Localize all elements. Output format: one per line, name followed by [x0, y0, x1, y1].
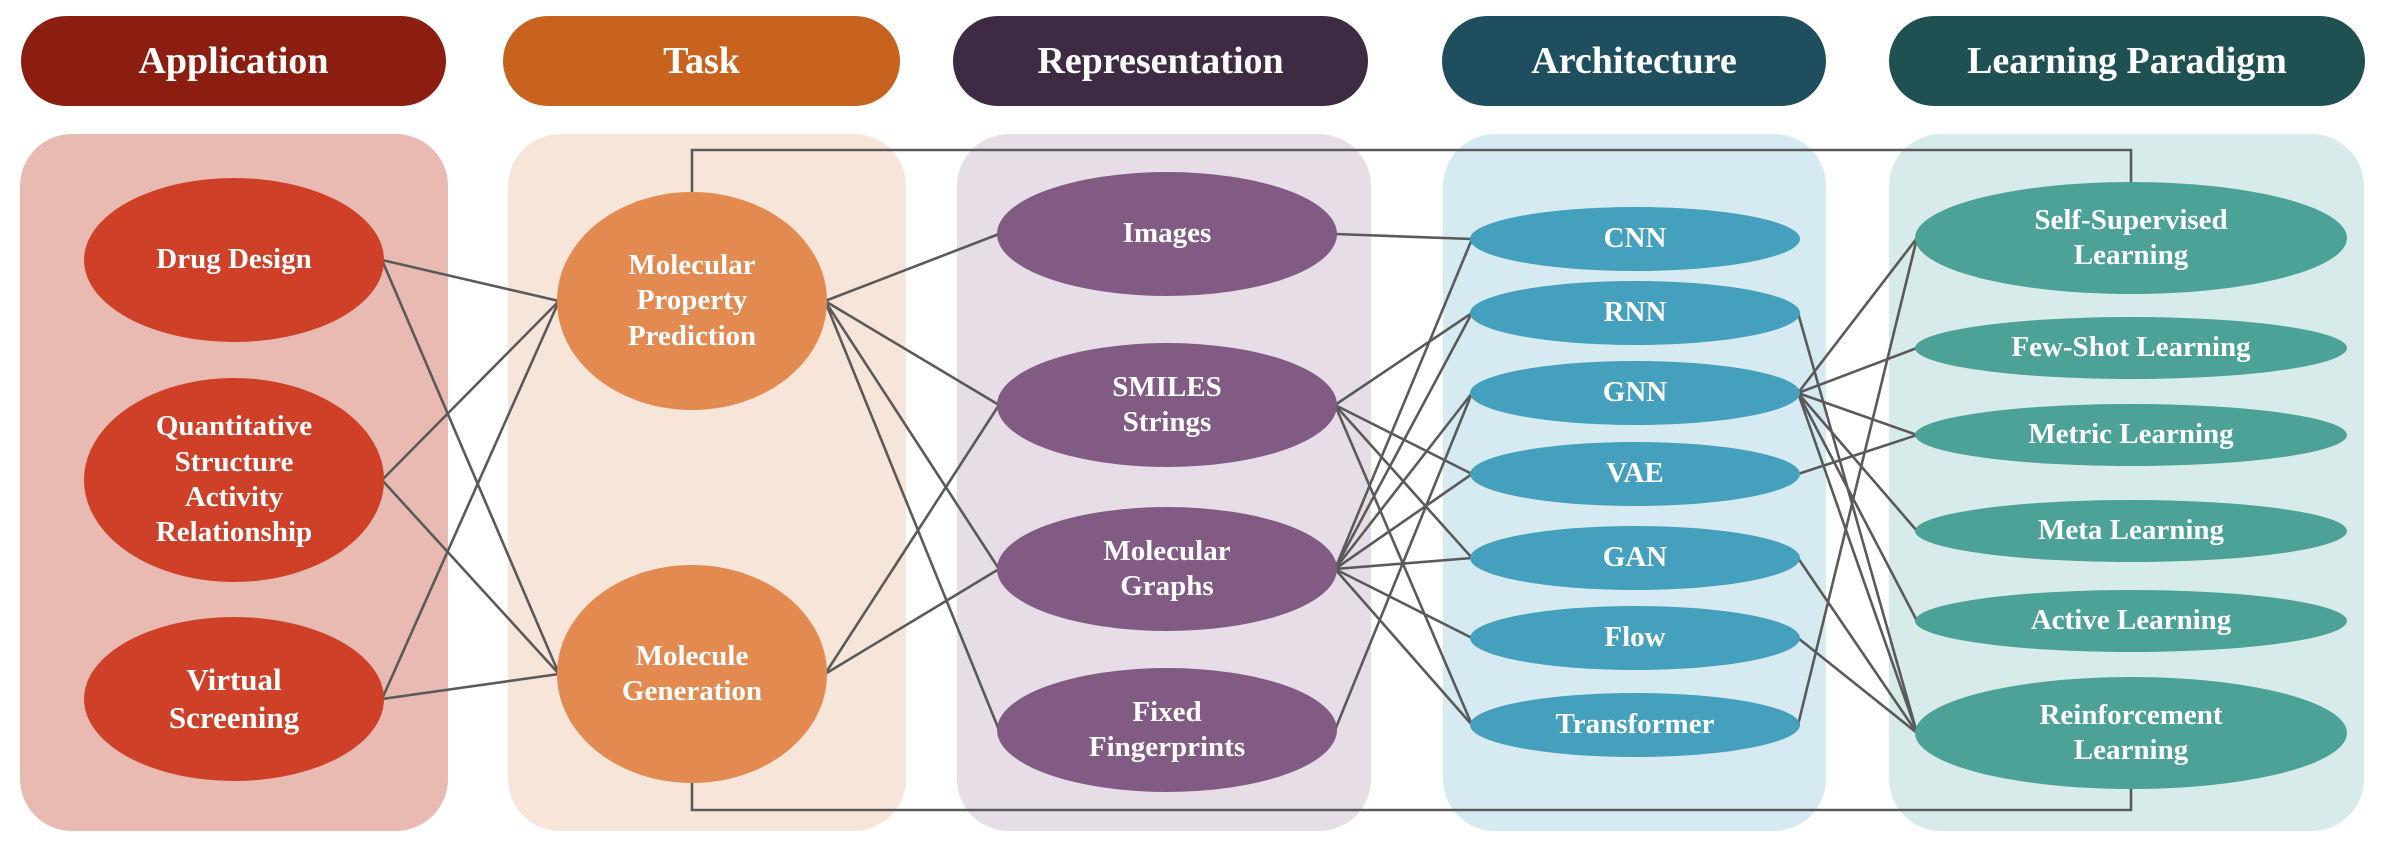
node-gan: GAN — [1470, 526, 1800, 590]
edge-arch_tf-to-lp_ssl — [1796, 237, 1919, 726]
edge-task_mpp-to-rep_smiles — [824, 299, 1000, 407]
edge-arch_flow-to-lp_rl — [1797, 636, 1918, 735]
node-gnn: GNN — [1470, 361, 1800, 425]
edge-app_drug-to-task_mg — [380, 259, 561, 675]
edge-rep_graph-to-arch_vae — [1334, 472, 1473, 571]
bracket-bottom-connector — [690, 783, 2133, 812]
node-smiles-strings: SMILES Strings — [997, 343, 1337, 467]
node-meta-learning: Meta Learning — [1915, 500, 2347, 562]
edge-arch_gnn-to-lp_fsl — [1797, 346, 1918, 395]
header-representation: Representation — [953, 16, 1368, 106]
edge-arch_gan-to-lp_rl — [1796, 557, 1919, 734]
edge-rep_graph-to-arch_gnn — [1333, 392, 1474, 570]
header-architecture: Architecture — [1442, 16, 1826, 106]
edge-app_drug-to-task_mpp — [381, 258, 560, 303]
edge-rep_smiles-to-arch_rnn — [1334, 311, 1473, 407]
edge-app_qsar-to-task_mpp — [381, 300, 560, 481]
edge-rep_smiles-to-arch_tf — [1333, 404, 1474, 726]
node-qsar: Quantitative Structure Activity Relation… — [84, 378, 384, 582]
edge-app_vs-to-task_mpp — [380, 300, 561, 700]
node-reinforcement-learning: Reinforcement Learning — [1915, 677, 2347, 789]
edge-app_qsar-to-task_mg — [381, 479, 560, 675]
node-few-shot-learning: Few-Shot Learning — [1915, 317, 2347, 379]
node-cnn: CNN — [1470, 207, 1800, 271]
node-self-supervised-learning: Self-Supervised Learning — [1915, 182, 2347, 294]
edge-task_mg-to-rep_graph — [824, 567, 1000, 676]
edge-arch_rnn-to-lp_rl — [1796, 312, 1919, 734]
node-rnn: RNN — [1470, 281, 1800, 345]
node-molecular-graphs: Molecular Graphs — [997, 507, 1337, 631]
edge-rep_img-to-arch_cnn — [1334, 232, 1473, 241]
edge-task_mg-to-rep_smiles — [823, 404, 1001, 675]
edge-rep_fp-to-arch_gnn — [1333, 392, 1474, 731]
edge-arch_vae-to-lp_ml — [1797, 433, 1918, 476]
edge-task_mpp-to-rep_fp — [823, 300, 1001, 731]
node-transformer: Transformer — [1470, 693, 1800, 757]
header-learning-paradigm: Learning Paradigm — [1889, 16, 2365, 106]
edge-arch_gnn-to-lp_meta — [1797, 392, 1918, 532]
node-metric-learning: Metric Learning — [1915, 404, 2347, 466]
node-molecule-generation: Molecule Generation — [557, 565, 827, 783]
edge-rep_graph-to-arch_flow — [1334, 567, 1473, 640]
edge-task_mpp-to-rep_img — [824, 232, 1000, 303]
edge-arch_gnn-to-lp_ml — [1797, 391, 1918, 437]
header-task: Task — [503, 16, 900, 106]
edge-rep_graph-to-arch_rnn — [1333, 312, 1474, 570]
edge-arch_gnn-to-lp_ssl — [1796, 237, 1919, 394]
edge-rep_graph-to-arch_tf — [1334, 568, 1473, 726]
edge-arch_gnn-to-lp_al — [1796, 392, 1919, 622]
node-flow: Flow — [1470, 606, 1800, 670]
bracket-top-connector — [690, 148, 2133, 192]
edge-arch_gnn-to-lp_rl — [1796, 392, 1919, 734]
node-active-learning: Active Learning — [1915, 590, 2347, 652]
node-molecular-property-prediction: Molecular Property Prediction — [557, 192, 827, 410]
edge-rep_graph-to-arch_cnn — [1333, 238, 1474, 570]
edge-task_mpp-to-rep_graph — [823, 300, 1001, 570]
node-vae: VAE — [1470, 442, 1800, 506]
node-images: Images — [997, 172, 1337, 296]
edge-app_vs-to-task_mg — [381, 672, 560, 701]
node-virtual-screening: Virtual Screening — [84, 617, 384, 781]
node-fixed-fingerprints: Fixed Fingerprints — [997, 668, 1337, 792]
header-application: Application — [21, 16, 446, 106]
node-drug-design: Drug Design — [84, 178, 384, 342]
